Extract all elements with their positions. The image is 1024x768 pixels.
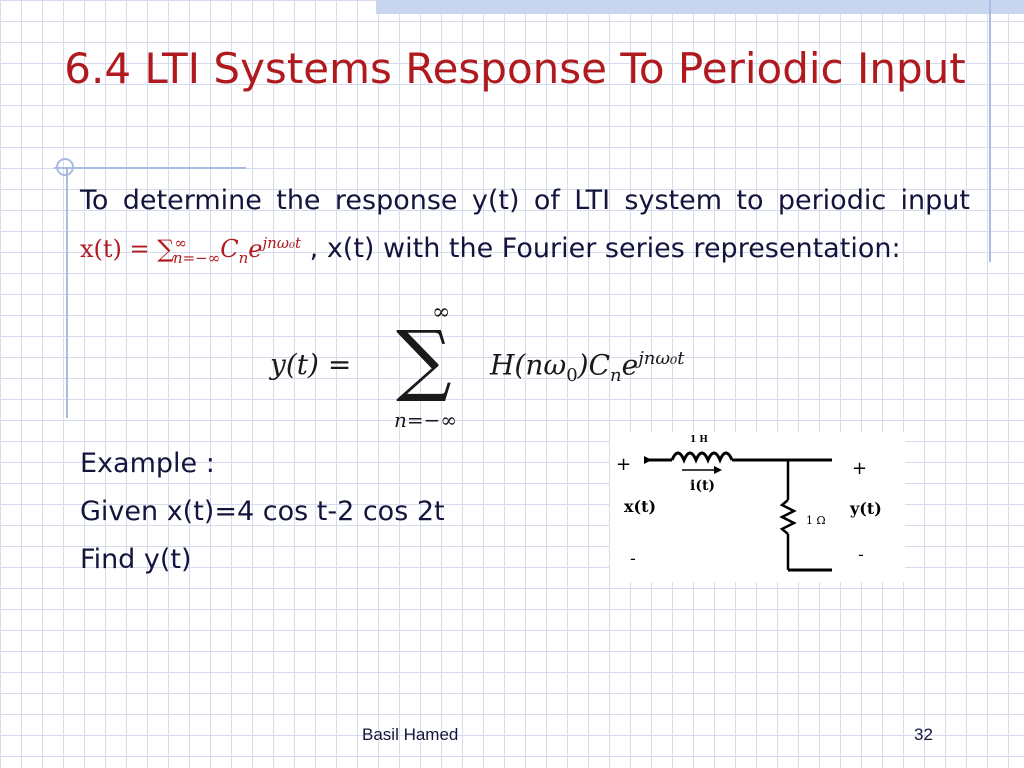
right-decor-line	[989, 0, 991, 262]
input-plus: +	[616, 454, 631, 475]
input-minus: -	[630, 549, 636, 568]
crosshair-decor	[56, 158, 74, 176]
inline-equation: x(t) = ∑∞n=−∞Cnejnω₀t	[80, 234, 302, 267]
output-label: y(t)	[849, 499, 882, 518]
equation-lhs: y(t) =	[270, 348, 352, 381]
slide-title: 6.4 LTI Systems Response To Periodic Inp…	[64, 44, 966, 93]
example-find: Find y(t)	[80, 544, 192, 575]
page-number: 32	[914, 725, 933, 744]
intro-text-2: , x(t) with the Fourier series represent…	[309, 233, 901, 264]
equation-rhs: H(nω0)Cnejnω₀t	[490, 348, 685, 386]
intro-paragraph: To determine the response y(t) of LTI sy…	[80, 180, 970, 279]
output-plus: +	[852, 458, 867, 479]
circuit-svg: 1 H i(t) 1 Ω x(t) y(t) + + - -	[616, 435, 882, 572]
resistor-label: 1 Ω	[806, 514, 826, 527]
example-list: Example : Given x(t)=4 cos t-2 cos 2t Fi…	[80, 444, 580, 588]
sum-symbol: ∑	[396, 315, 452, 405]
inductor-label: 1 H	[690, 435, 708, 445]
current-label: i(t)	[690, 478, 715, 494]
input-arrowhead	[644, 456, 652, 464]
footer-author: Basil Hamed	[362, 725, 459, 744]
title-underline-decor	[54, 167, 246, 169]
current-arrowhead	[714, 466, 722, 474]
left-decor-line	[66, 168, 68, 418]
display-equation: y(t) = ∞ ∑ n=−∞ H(nω0)Cnejnω₀t	[270, 300, 810, 440]
intro-text-1: To determine the response y(t) of LTI sy…	[80, 185, 970, 216]
input-label: x(t)	[624, 497, 656, 516]
example-heading: Example :	[80, 448, 215, 479]
rl-circuit-diagram: 1 H i(t) 1 Ω x(t) y(t) + + - -	[610, 432, 905, 582]
top-decor-band	[376, 0, 1024, 14]
output-minus: -	[858, 545, 864, 564]
sum-lower-limit: n=−∞	[394, 408, 458, 432]
inductor-coil	[670, 451, 734, 464]
resistor-zigzag	[779, 499, 797, 535]
sum-upper-limit: ∞	[432, 300, 451, 325]
example-given: Given x(t)=4 cos t-2 cos 2t	[80, 496, 445, 527]
